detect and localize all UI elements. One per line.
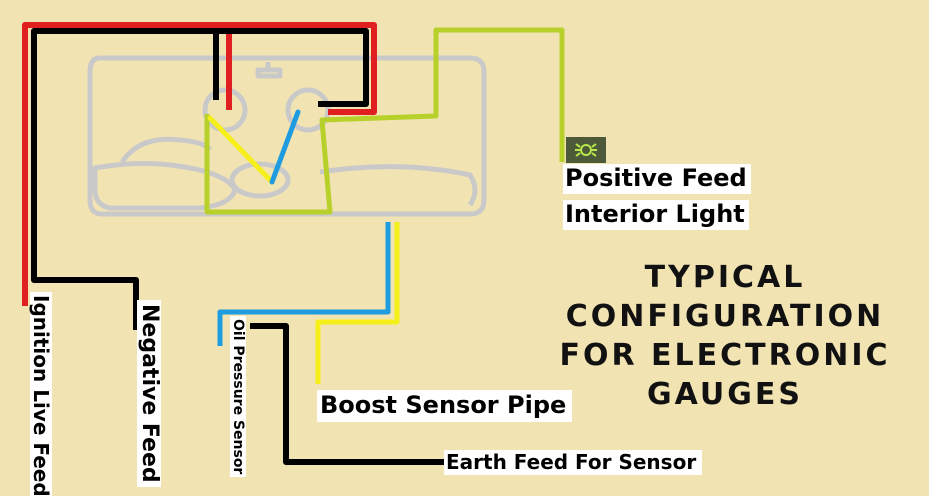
earth-feed-wire	[250, 323, 444, 465]
oil-wire-gauge	[269, 109, 301, 185]
gauge-socket-left	[202, 87, 248, 133]
ignition-live-feed-label: Ignition Live Feed	[29, 292, 53, 496]
negative-wire	[31, 28, 219, 330]
boost-sensor-wire	[315, 222, 400, 384]
interior-light-label: Interior Light	[563, 200, 749, 230]
gauge-pod-body	[87, 55, 487, 217]
title-line-1: TYPICAL	[644, 260, 806, 295]
gauge-pod-bezel-right	[319, 164, 478, 207]
gauge-pod-clip	[255, 67, 283, 79]
earth-feed-label: Earth Feed For Sensor	[444, 450, 703, 475]
oil-pressure-sensor-label: Oil Pressure Sensor	[230, 316, 246, 478]
gauge-pod-bezel-left	[92, 160, 238, 211]
oil-pressure-wire	[217, 222, 391, 346]
boost-sensor-pipe-label: Boost Sensor Pipe	[317, 390, 573, 422]
negative-feed-label: Negative Feed	[137, 300, 162, 487]
interior-light-wire	[204, 27, 565, 215]
interior-light-icon	[566, 137, 606, 163]
positive-feed-label: Positive Feed	[563, 164, 751, 194]
diagram-title: TYPICAL CONFIGURATION FOR ELECTRONIC GAU…	[540, 258, 910, 414]
negative-wire-branch	[216, 28, 369, 107]
title-line-3: FOR ELECTRONIC	[559, 338, 891, 373]
boost-wire-gauge	[207, 115, 275, 185]
ignition-live-wire	[22, 22, 377, 306]
gauge-pod-ridge-left	[119, 136, 213, 164]
title-line-4: GAUGES	[646, 377, 803, 412]
gauge-pod-bezel-center	[229, 161, 291, 199]
title-line-2: CONFIGURATION	[565, 299, 885, 334]
